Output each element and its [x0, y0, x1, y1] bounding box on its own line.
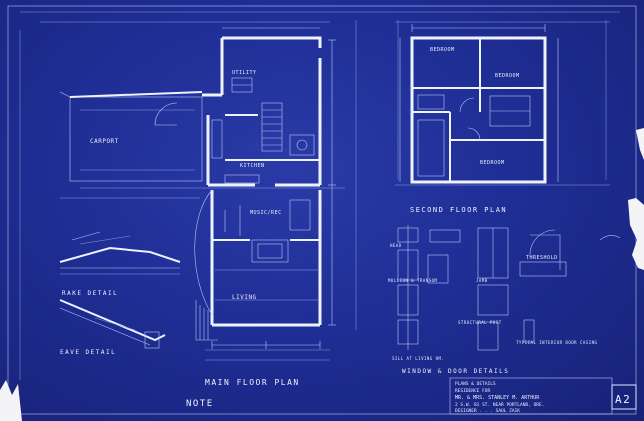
title-block-line5: DESIGNER . . . SAUL ZAIK — [455, 408, 520, 414]
note-label: NOTE — [186, 399, 214, 409]
drawing-title-eave-detail: EAVE DETAIL — [60, 349, 116, 356]
detail-label-jamb: JAMB — [476, 278, 488, 283]
room-label-music-rec: MUSIC/REC — [250, 210, 282, 216]
room-label-utility: UTILITY — [232, 70, 257, 76]
rake-eave-details — [59, 231, 181, 349]
detail-label-sill: SILL AT LIVING RM. — [392, 356, 444, 361]
detail-label-head: HEAD — [390, 243, 402, 248]
window-door-details — [397, 225, 567, 351]
carport-outline — [69, 96, 203, 182]
title-block-line4: 2 S.W. 81 ST. NEAR PORTLAND, ORE. — [455, 402, 544, 408]
sheet-number: A2 — [615, 393, 631, 406]
room-label-bedroom-3: BEDROOM — [480, 160, 505, 166]
threshold-detail — [519, 261, 567, 277]
title-block-line2: RESIDENCE FOR — [455, 388, 491, 394]
title-block-line3: MR. & MRS. STANLEY M. ARTHUR — [455, 395, 540, 401]
detail-label-threshold: THRESHOLD — [526, 255, 558, 261]
detail-label-structural-post: STRUCTURAL POST — [458, 320, 502, 325]
main-floor-plan — [59, 27, 336, 349]
title-block — [449, 377, 637, 415]
room-label-carport: CARPORT — [90, 138, 119, 145]
second-floor-plan — [399, 24, 559, 184]
fireplace — [251, 239, 289, 263]
drawing-title-window-door-details: WINDOW & DOOR DETAILS — [402, 368, 509, 375]
room-label-bedroom-2: BEDROOM — [495, 73, 520, 79]
detail-label-mullion-transom: MULLION & TRANSOM — [388, 278, 438, 283]
drawing-title-main-floor-plan: MAIN FLOOR PLAN — [205, 378, 300, 387]
sheet-number-box — [611, 384, 637, 410]
title-block-line1: PLANS & DETAILS — [455, 381, 496, 387]
stair — [261, 102, 283, 152]
construction-lines — [19, 11, 620, 380]
detail-label-typical-interior-door-casing: TYPICAL INTERIOR DOOR CASING — [516, 340, 598, 345]
drawing-title-second-floor-plan: SECOND FLOOR PLAN — [410, 206, 507, 214]
drawing-title-rake-detail: RAKE DETAIL — [62, 290, 118, 297]
torn-edges — [0, 128, 644, 421]
room-label-living: LIVING — [232, 294, 257, 301]
room-label-bedroom-1: BEDROOM — [430, 47, 455, 53]
room-label-kitchen: KITCHEN — [240, 163, 265, 169]
